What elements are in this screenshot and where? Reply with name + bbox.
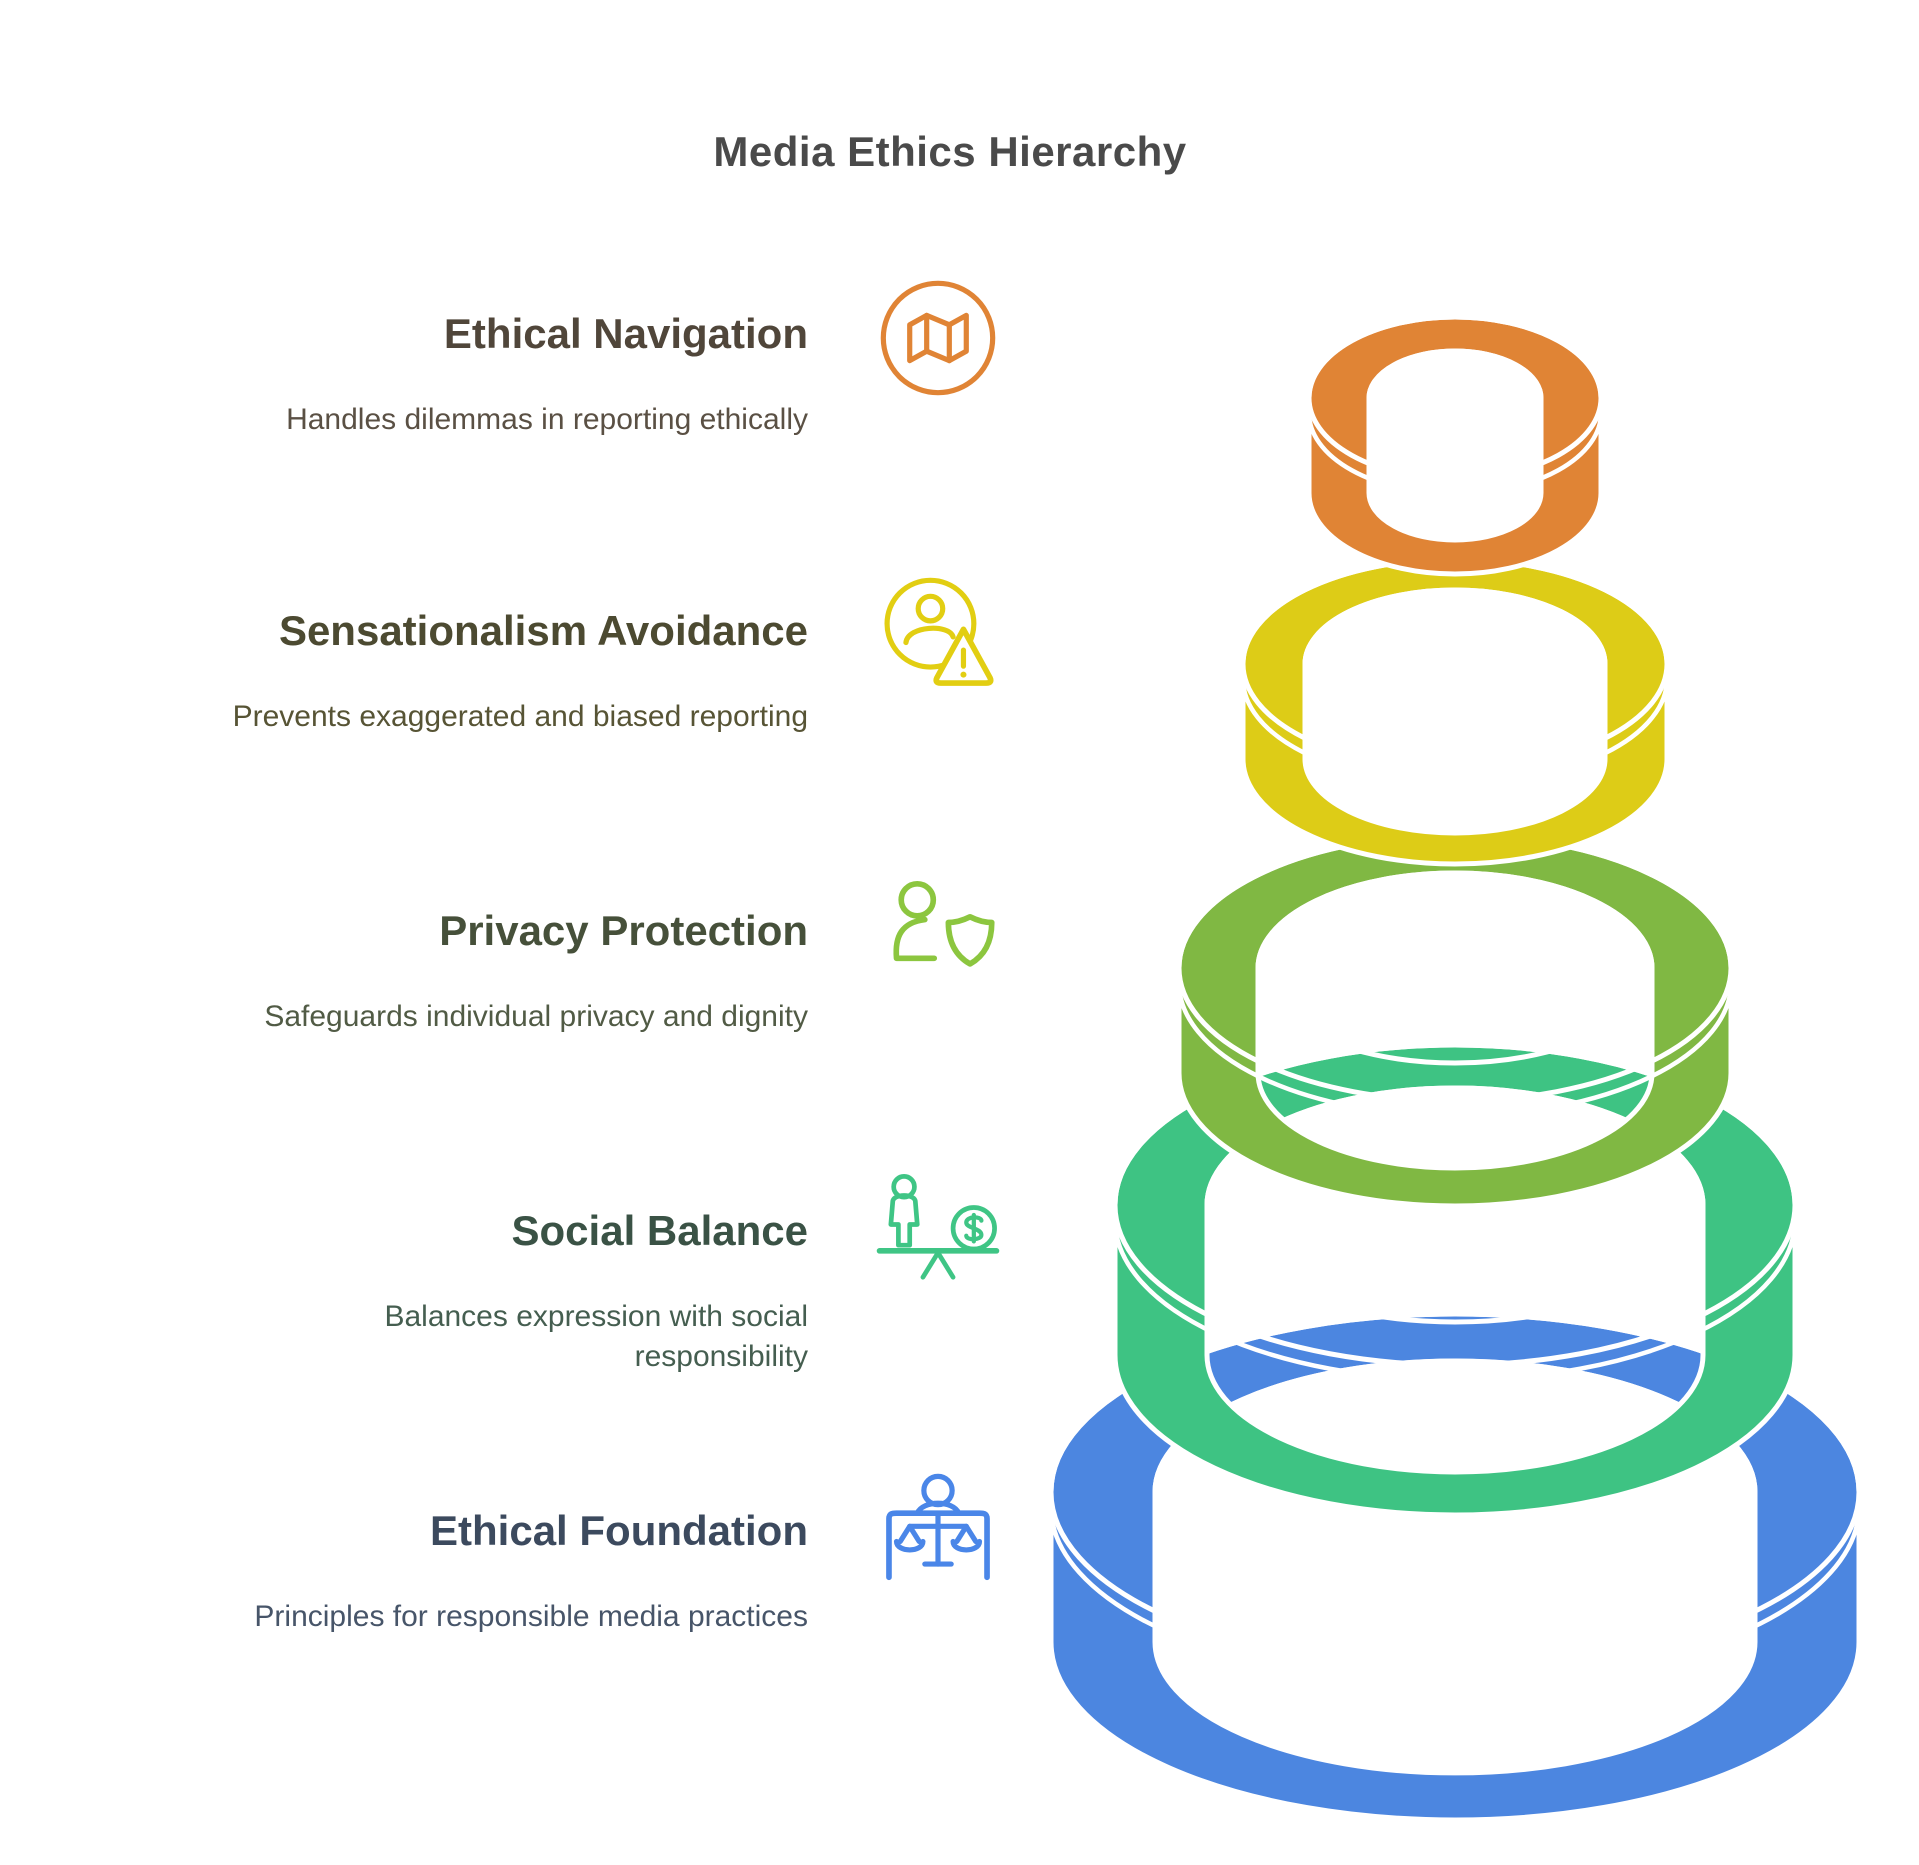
level-row-privacy-protection: Privacy Protection Safeguards individual…: [68, 909, 808, 1037]
level-title: Ethical Navigation: [443, 310, 808, 357]
map-icon: [872, 272, 1004, 404]
page-title: Media Ethics Hierarchy: [713, 128, 1187, 175]
ring-privacy-protection: [1176, 832, 1734, 1209]
level-title: Social Balance: [511, 1207, 808, 1254]
level-description: Prevents exaggerated and biased reportin…: [232, 700, 808, 733]
person-justice-scales-icon: [872, 1466, 1004, 1598]
level-description: Principles for responsible media practic…: [254, 1600, 808, 1633]
level-row-ethical-navigation: Ethical Navigation Handles dilemmas in r…: [68, 312, 808, 440]
level-title: Ethical Foundation: [430, 1507, 808, 1554]
ring-sensationalism-avoidance: [1240, 556, 1670, 867]
ring-social-balance: [1112, 1042, 1798, 1518]
level-description: Safeguards individual privacy and dignit…: [264, 1000, 808, 1033]
ring-ethical-navigation: [1306, 314, 1604, 577]
level-title: Sensationalism Avoidance: [278, 607, 808, 654]
person-shield-icon: [872, 864, 1004, 996]
level-row-ethical-foundation: Ethical Foundation Principles for respon…: [68, 1509, 808, 1637]
level-title: Privacy Protection: [439, 907, 808, 954]
person-warning-icon: [872, 569, 1004, 701]
level-description: Balances expression with social responsi…: [384, 1300, 808, 1373]
level-row-sensationalism-avoidance: Sensationalism Avoidance Prevents exagge…: [68, 609, 808, 737]
level-description: Handles dilemmas in reporting ethically: [286, 403, 808, 436]
level-row-social-balance: Social Balance Balances expression with …: [68, 1209, 808, 1377]
person-money-balance-icon: [872, 1166, 1004, 1298]
ring-ethical-foundation: [1048, 1311, 1862, 1823]
